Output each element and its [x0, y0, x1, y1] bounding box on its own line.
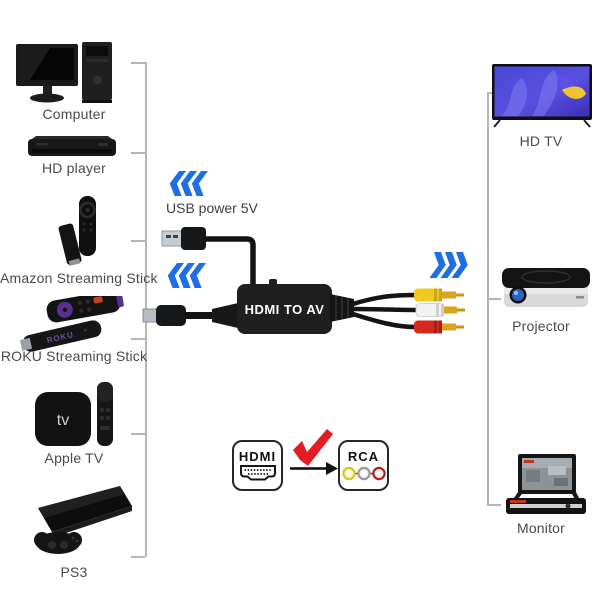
apple-tv-image: tv — [35, 382, 113, 446]
left-bracket-tick-amazon-stick — [131, 240, 145, 242]
monitor-label: Monitor — [516, 520, 566, 536]
amazon-stick-label: Amazon Streaming Stick — [0, 270, 158, 286]
monitor-image — [506, 454, 586, 514]
converter-box: HDMI TO AV — [237, 284, 332, 334]
projector-label: Projector — [512, 318, 570, 334]
left-bracket-tick-apple-tv — [131, 433, 145, 435]
chevron-left-icon — [167, 263, 206, 288]
roku-stick-image: ROKU — [20, 296, 124, 352]
rca-badge-label: RCA — [347, 449, 380, 464]
ps3-controller — [34, 532, 82, 554]
svg-text:tv: tv — [57, 412, 69, 429]
rca-plug-red — [414, 320, 464, 334]
usb-cable — [203, 236, 256, 286]
rca-jacks-icon — [341, 466, 386, 481]
left-bracket-tick-ps3 — [131, 556, 145, 558]
apple-tv-label: Apple TV — [44, 450, 104, 466]
arrow-right-icon — [290, 462, 338, 475]
usb-power-label: USB power 5V — [166, 200, 258, 216]
rca-plug-white — [415, 303, 465, 317]
left-bracket-tick-roku-stick — [131, 338, 145, 340]
left-bracket-tick-computer — [131, 62, 145, 64]
left-bracket-tick-hd-player — [131, 152, 145, 154]
hdmi-badge-label: HDMI — [238, 449, 277, 464]
hd-tv-label: HD TV — [519, 133, 563, 149]
right-bracket-tick-monitor — [487, 504, 501, 506]
hd-player-label: HD player — [41, 160, 107, 176]
projector-image — [502, 268, 590, 307]
rca-plug-yellow — [414, 288, 464, 302]
hdmi-badge: HDMI — [232, 440, 283, 491]
computer-label: Computer — [42, 106, 106, 122]
ps3-image — [34, 486, 132, 554]
converter-label: HDMI TO AV — [244, 301, 325, 317]
computer-image — [16, 42, 112, 103]
hd-tv-image — [492, 64, 592, 128]
hd-player-image — [28, 136, 116, 156]
hdmi-plug-icon — [142, 303, 238, 328]
right-bracket-tick-projector — [487, 298, 501, 300]
amazon-stick-image — [58, 196, 96, 266]
rca-badge: RCA — [338, 440, 389, 491]
ps3-label: PS3 — [60, 564, 88, 580]
rca-cables — [330, 288, 465, 334]
check-mark-icon — [293, 429, 333, 466]
hdmi-connector-icon — [239, 465, 276, 481]
chevron-right-icon — [430, 252, 468, 278]
converter-switch-nub — [269, 279, 277, 286]
usb-plug-icon — [161, 227, 206, 250]
roku-stick-label: ROKU Streaming Stick — [0, 348, 148, 364]
chevron-left-icon — [169, 171, 208, 196]
